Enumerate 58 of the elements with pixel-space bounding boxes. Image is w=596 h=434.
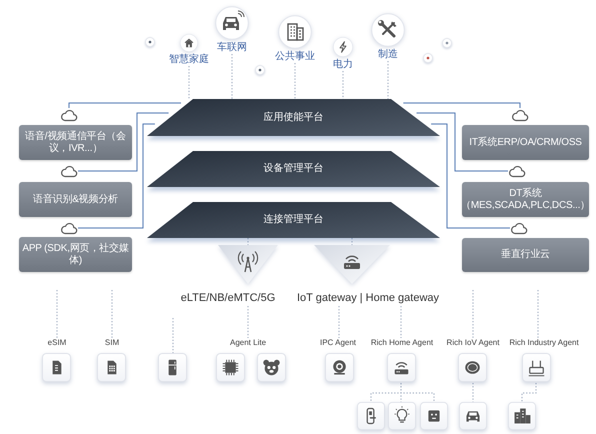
panel-text: 语音识别&视频分析 bbox=[32, 194, 119, 206]
cloud-icon bbox=[510, 221, 528, 235]
connector-line bbox=[416, 112, 508, 172]
platform-label: 应用使能平台 bbox=[264, 112, 324, 124]
car-icon bbox=[459, 402, 487, 430]
dotted-connector bbox=[56, 290, 58, 338]
connector-line bbox=[430, 124, 510, 228]
agent-label: IPC Agent bbox=[320, 338, 356, 348]
sector-label: 电力 bbox=[333, 59, 353, 71]
dotted-connector bbox=[472, 290, 474, 338]
panel-text: DT系统（MES,SCADA,PLC,DCS...） bbox=[460, 188, 591, 212]
system-panel bbox=[462, 125, 589, 160]
panel-text: 语音/视频通信平台（会议，IVR...） bbox=[24, 130, 127, 154]
sector-label: 车联网 bbox=[217, 42, 247, 54]
platform-label: 连接管理平台 bbox=[264, 214, 324, 226]
agent-label: Agent Lite bbox=[230, 338, 266, 348]
agent-label: eSIM bbox=[48, 338, 66, 348]
agent-label: SIM bbox=[104, 338, 120, 348]
buildings-icon bbox=[508, 402, 536, 430]
agent-label: Rich IoV Agent bbox=[446, 338, 500, 348]
dotted-connector bbox=[400, 382, 434, 402]
platform-label: 设备管理平台 bbox=[264, 163, 324, 175]
light-bulb-icon bbox=[388, 402, 416, 430]
cloud-icon bbox=[60, 221, 78, 235]
power-socket-icon bbox=[420, 402, 448, 430]
sector-label: 公共事业 bbox=[275, 51, 315, 63]
system-panel bbox=[462, 238, 589, 272]
system-panel bbox=[19, 125, 132, 160]
dotted-connector bbox=[522, 382, 536, 402]
system-panel bbox=[462, 182, 589, 217]
dotted-connector bbox=[294, 62, 296, 100]
connector-line bbox=[68, 102, 182, 108]
door-lock-icon bbox=[357, 402, 385, 430]
system-panel bbox=[19, 237, 132, 272]
fridge-icon bbox=[158, 353, 187, 382]
sector-label: 智慧家庭 bbox=[169, 54, 209, 66]
network-label: eLTE/NB/eMTC/5G bbox=[180, 291, 276, 305]
dotted-connector bbox=[338, 306, 340, 338]
network-label: IoT gateway | Home gateway bbox=[296, 291, 440, 305]
dotted-connector bbox=[400, 306, 402, 338]
dotted-connector bbox=[342, 70, 344, 100]
sector-label: 制造 bbox=[378, 49, 398, 61]
cloud-icon bbox=[60, 164, 78, 178]
connector-line bbox=[402, 102, 520, 108]
dotted-connector bbox=[188, 66, 190, 100]
panel-text: APP (SDK,网页，社交媒体) bbox=[21, 242, 130, 266]
panel-text: 垂直行业云 bbox=[500, 249, 551, 261]
agent-label: Rich Home Agent bbox=[370, 338, 434, 348]
agent-label: Rich Industry Agent bbox=[509, 338, 579, 348]
cloud-icon bbox=[511, 108, 529, 122]
cloud-icon bbox=[508, 164, 526, 178]
cloud-icon bbox=[60, 108, 78, 122]
connector-line bbox=[78, 112, 170, 172]
connector-line bbox=[78, 124, 156, 228]
panel-text: IT系统ERP/OA/CRM/OSS bbox=[468, 136, 583, 148]
system-panel bbox=[19, 182, 132, 217]
dotted-connector bbox=[472, 382, 474, 402]
dotted-connector bbox=[172, 318, 174, 354]
